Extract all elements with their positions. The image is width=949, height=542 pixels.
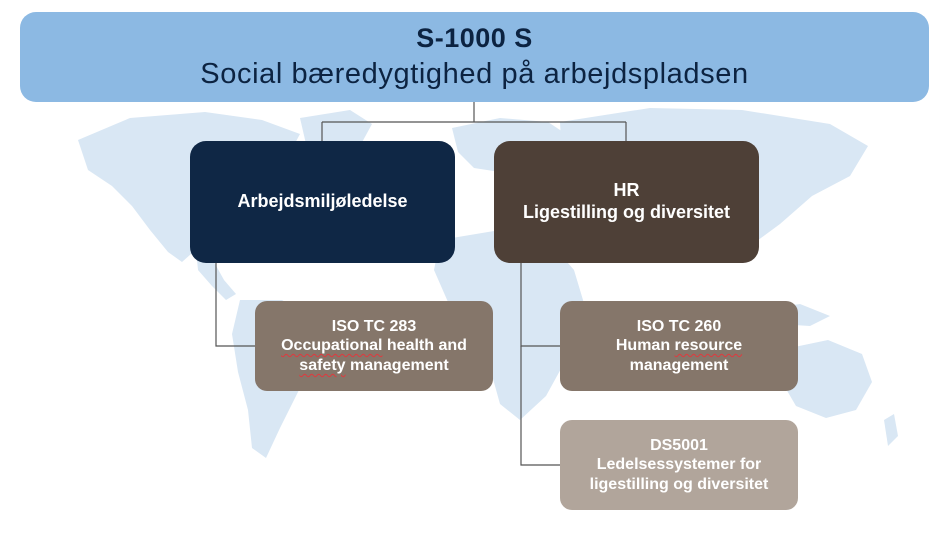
iso260-line3: management <box>629 356 729 374</box>
map-australia <box>780 340 872 418</box>
connector-right-branch-1 <box>520 263 560 347</box>
iso283-line2: Occupational health and <box>281 336 467 356</box>
ds5001-line3: ligestilling og diversitet <box>589 475 769 493</box>
iso283-line1: ISO TC 283 <box>331 317 417 335</box>
box-iso-tc-283: ISO TC 283 Occupational health and safet… <box>255 301 493 391</box>
header-subtitle: Social bæredygtighed på arbejdspladsen <box>200 57 749 90</box>
connector-right-branch-2 <box>520 346 560 466</box>
iso283-line3-word: safety <box>299 356 346 374</box>
box-arbejdsmiljoledelse-label: Arbejdsmiljøledelse <box>237 191 408 212</box>
header-box: S-1000 S Social bæredygtighed på arbejds… <box>20 12 929 102</box>
iso260-line2: Human resource <box>616 336 742 356</box>
box-hr: HR Ligestilling og diversitet <box>494 141 759 263</box>
iso283-line3-rest: management <box>345 356 449 374</box>
ds5001-line2: Ledelsessystemer for <box>596 456 762 474</box>
iso283-line2-word: Occupational <box>281 337 383 355</box>
iso283-line2-rest: health and <box>382 337 467 355</box>
ds5001-line1: DS5001 <box>650 436 708 454</box>
map-africa <box>434 230 586 420</box>
box-iso-tc-260: ISO TC 260 Human resource management <box>560 301 798 391</box>
box-hr-subtitle: Ligestilling og diversitet <box>522 202 731 222</box>
iso260-line2-word: resource <box>674 337 743 355</box>
iso283-line3: safety management <box>299 356 448 376</box>
box-arbejdsmiljoledelse: Arbejdsmiljøledelse <box>190 141 455 263</box>
header-title: S-1000 S <box>416 22 533 53</box>
box-ds5001: DS5001 Ledelsessystemer for ligestilling… <box>560 420 798 510</box>
iso260-line2-prefix: Human <box>615 337 675 355</box>
box-hr-title: HR <box>613 180 640 201</box>
connector-left-branch <box>215 263 255 347</box>
map-new-zealand <box>884 414 898 446</box>
iso260-line1: ISO TC 260 <box>636 317 722 335</box>
